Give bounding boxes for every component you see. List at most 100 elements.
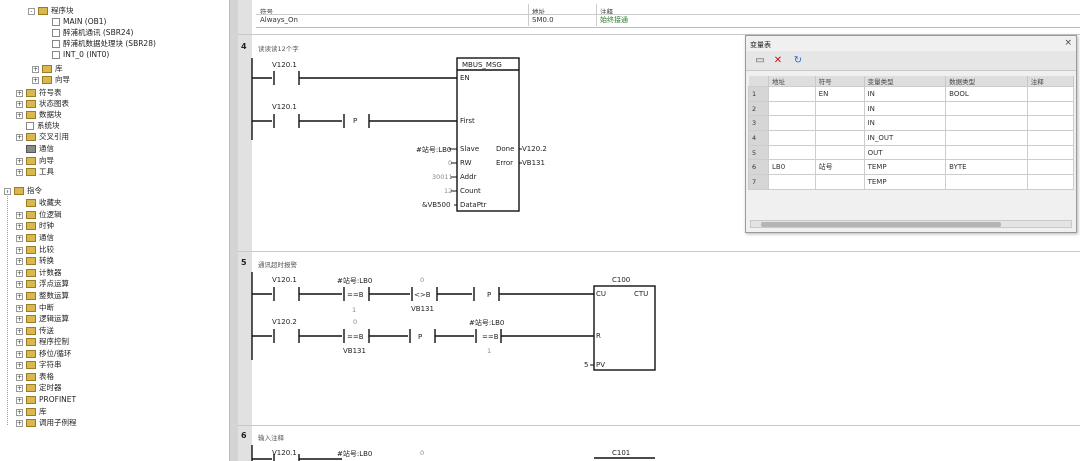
table-cell[interactable]: OUT [863, 144, 947, 161]
delete-icon[interactable]: ✕ [773, 55, 783, 66]
tree-item[interactable]: +交叉引用 [16, 131, 69, 142]
table-cell[interactable]: BYTE [945, 159, 1028, 176]
tree-item[interactable]: +程序控制 [16, 336, 69, 347]
table-cell[interactable] [945, 100, 1028, 117]
expand-toggle[interactable]: + [16, 315, 23, 323]
tree-item[interactable]: +定时器 [16, 382, 62, 393]
expand-toggle[interactable]: + [16, 292, 23, 300]
expand-toggle[interactable]: + [16, 373, 23, 381]
tree-item[interactable]: +向导 [32, 74, 70, 85]
table-cell[interactable] [945, 115, 1028, 132]
table-cell[interactable] [768, 130, 816, 146]
expand-toggle[interactable]: + [16, 327, 23, 335]
tree-item[interactable]: +传送 [16, 325, 54, 336]
table-cell[interactable]: IN_OUT [863, 130, 947, 146]
tree-item[interactable]: +计数器 [16, 267, 62, 278]
tree-item[interactable]: +整数运算 [16, 290, 69, 301]
expand-toggle[interactable]: + [16, 100, 23, 108]
tree-item[interactable]: INT_0 (INT0) [42, 49, 109, 60]
scrollbar-thumb[interactable] [761, 222, 1001, 227]
table-cell[interactable]: TEMP [863, 174, 947, 190]
expand-toggle[interactable]: + [16, 280, 23, 288]
table-cell[interactable] [768, 100, 816, 117]
tree-item[interactable]: +中断 [16, 302, 54, 313]
tree-item[interactable]: +位逻辑 [16, 209, 62, 220]
network-title[interactable]: 输入注释 [258, 434, 284, 442]
tree-item[interactable]: +字符串 [16, 359, 62, 370]
tree-item[interactable]: 系统块 [16, 120, 60, 131]
table-cell[interactable] [1026, 159, 1075, 176]
column-header[interactable]: 地址 [768, 76, 816, 87]
tree-item[interactable]: +PROFINET [16, 394, 76, 405]
network-title[interactable]: 读读读12个字 [258, 45, 299, 53]
table-cell[interactable] [1026, 130, 1075, 146]
table-cell[interactable] [814, 144, 865, 161]
tree-item[interactable]: +移位/循环 [16, 348, 72, 359]
table-cell[interactable] [1026, 86, 1075, 102]
table-cell[interactable]: IN [863, 115, 947, 132]
table-cell[interactable]: EN [814, 86, 865, 102]
tree-item[interactable]: +表格 [16, 371, 54, 382]
insert-row-icon[interactable]: ▭ [755, 55, 765, 66]
expand-toggle[interactable]: + [16, 269, 23, 277]
close-icon[interactable]: × [1064, 38, 1072, 48]
horizontal-scrollbar[interactable] [750, 220, 1072, 228]
table-cell[interactable] [814, 100, 865, 117]
tree-item[interactable]: +库 [16, 406, 47, 417]
expand-toggle[interactable]: + [16, 168, 23, 176]
expand-toggle[interactable]: + [16, 89, 23, 97]
expand-toggle[interactable]: + [32, 76, 39, 84]
expand-toggle[interactable]: + [16, 350, 23, 358]
tree-item[interactable]: +工具 [16, 166, 54, 177]
expand-toggle[interactable]: + [16, 419, 23, 427]
expand-toggle[interactable]: + [16, 157, 23, 165]
table-cell[interactable] [1026, 100, 1075, 117]
column-header[interactable] [748, 76, 769, 87]
column-header[interactable]: 变量类型 [864, 76, 947, 87]
table-cell[interactable] [768, 144, 816, 161]
expand-toggle[interactable]: + [16, 111, 23, 119]
table-cell[interactable]: IN [863, 100, 947, 117]
tree-item[interactable]: +调用子例程 [16, 417, 77, 428]
table-cell[interactable]: TEMP [863, 159, 947, 176]
expand-toggle[interactable]: + [16, 211, 23, 219]
refresh-icon[interactable]: ↻ [793, 55, 803, 66]
tree-item[interactable]: +浮点运算 [16, 278, 69, 289]
tree-item[interactable]: +逻辑运算 [16, 313, 69, 324]
column-header[interactable]: 数据类型 [945, 76, 1028, 87]
table-cell[interactable] [945, 130, 1028, 146]
column-header[interactable]: 符号 [815, 76, 865, 87]
expand-toggle[interactable]: + [16, 384, 23, 392]
table-cell[interactable] [1026, 174, 1075, 190]
tree-item[interactable]: +向导 [16, 155, 54, 166]
tree-item[interactable]: +数据块 [16, 109, 62, 120]
expand-toggle[interactable]: - [28, 7, 35, 15]
expand-toggle[interactable]: + [32, 65, 39, 73]
table-cell[interactable] [768, 174, 816, 190]
table-cell[interactable] [768, 115, 816, 132]
tree-item[interactable]: +比较 [16, 244, 54, 255]
tree-item[interactable]: 醉浦机通讯 (SBR24) [42, 27, 133, 38]
tree-item[interactable]: 收藏夹 [16, 197, 62, 208]
tree-item[interactable]: +时钟 [16, 220, 54, 231]
table-cell[interactable]: IN [863, 86, 947, 102]
expand-toggle[interactable]: + [16, 408, 23, 416]
table-cell[interactable]: 站号 [814, 159, 865, 176]
table-cell[interactable] [814, 174, 865, 190]
splitter[interactable] [230, 0, 238, 461]
expand-toggle[interactable]: + [16, 234, 23, 242]
expand-toggle[interactable]: + [16, 338, 23, 346]
tree-item[interactable]: +库 [32, 63, 63, 74]
tree-item[interactable]: +转换 [16, 255, 54, 266]
table-cell[interactable] [768, 86, 816, 102]
expand-toggle[interactable]: + [16, 361, 23, 369]
tree-item[interactable]: +通信 [16, 232, 54, 243]
table-cell[interactable] [945, 174, 1028, 190]
table-cell[interactable] [814, 130, 865, 146]
